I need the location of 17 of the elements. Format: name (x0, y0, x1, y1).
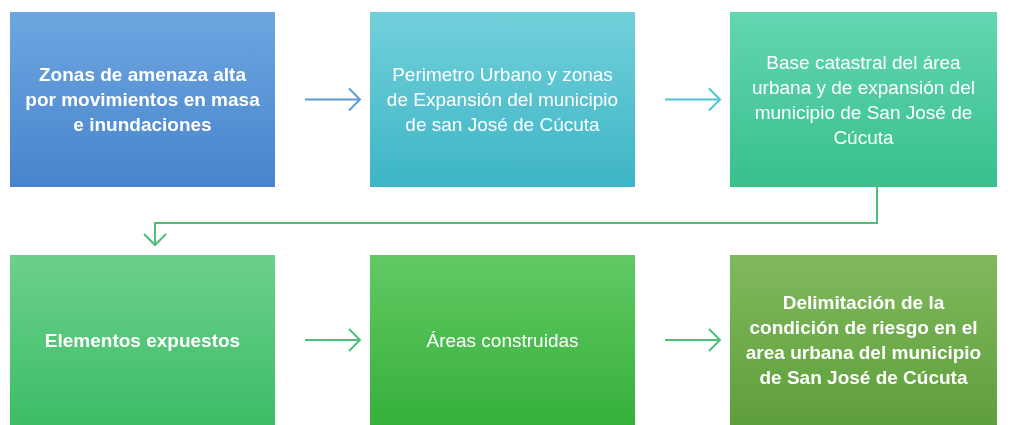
process-box (370, 255, 635, 425)
box-text: Delimitación de la condición de riesgo en el area urbana del municipio de San José de Cúcuta (744, 291, 983, 390)
arrow (664, 328, 722, 352)
arrow (304, 87, 362, 112)
arrow (304, 328, 362, 352)
arrow (664, 87, 722, 112)
box-text: Áreas construidas (426, 328, 579, 353)
process-box (730, 12, 997, 187)
box-text: Elementos expuestos (44, 328, 241, 353)
arrow (143, 186, 878, 247)
process-box (10, 12, 275, 187)
process-box (730, 255, 997, 425)
box-text: Perimetro Urbano y zonas de Expansión del municipio de san José de Cúcuta (385, 63, 620, 137)
process-box (370, 12, 635, 187)
box-text: Base catastral del área urbana y de expansión del municipio de San José de Cúcuta (751, 50, 976, 150)
process-box (10, 255, 275, 425)
box-text: Zonas de amenaza alta por movimientos en masa e inundaciones (24, 63, 261, 137)
